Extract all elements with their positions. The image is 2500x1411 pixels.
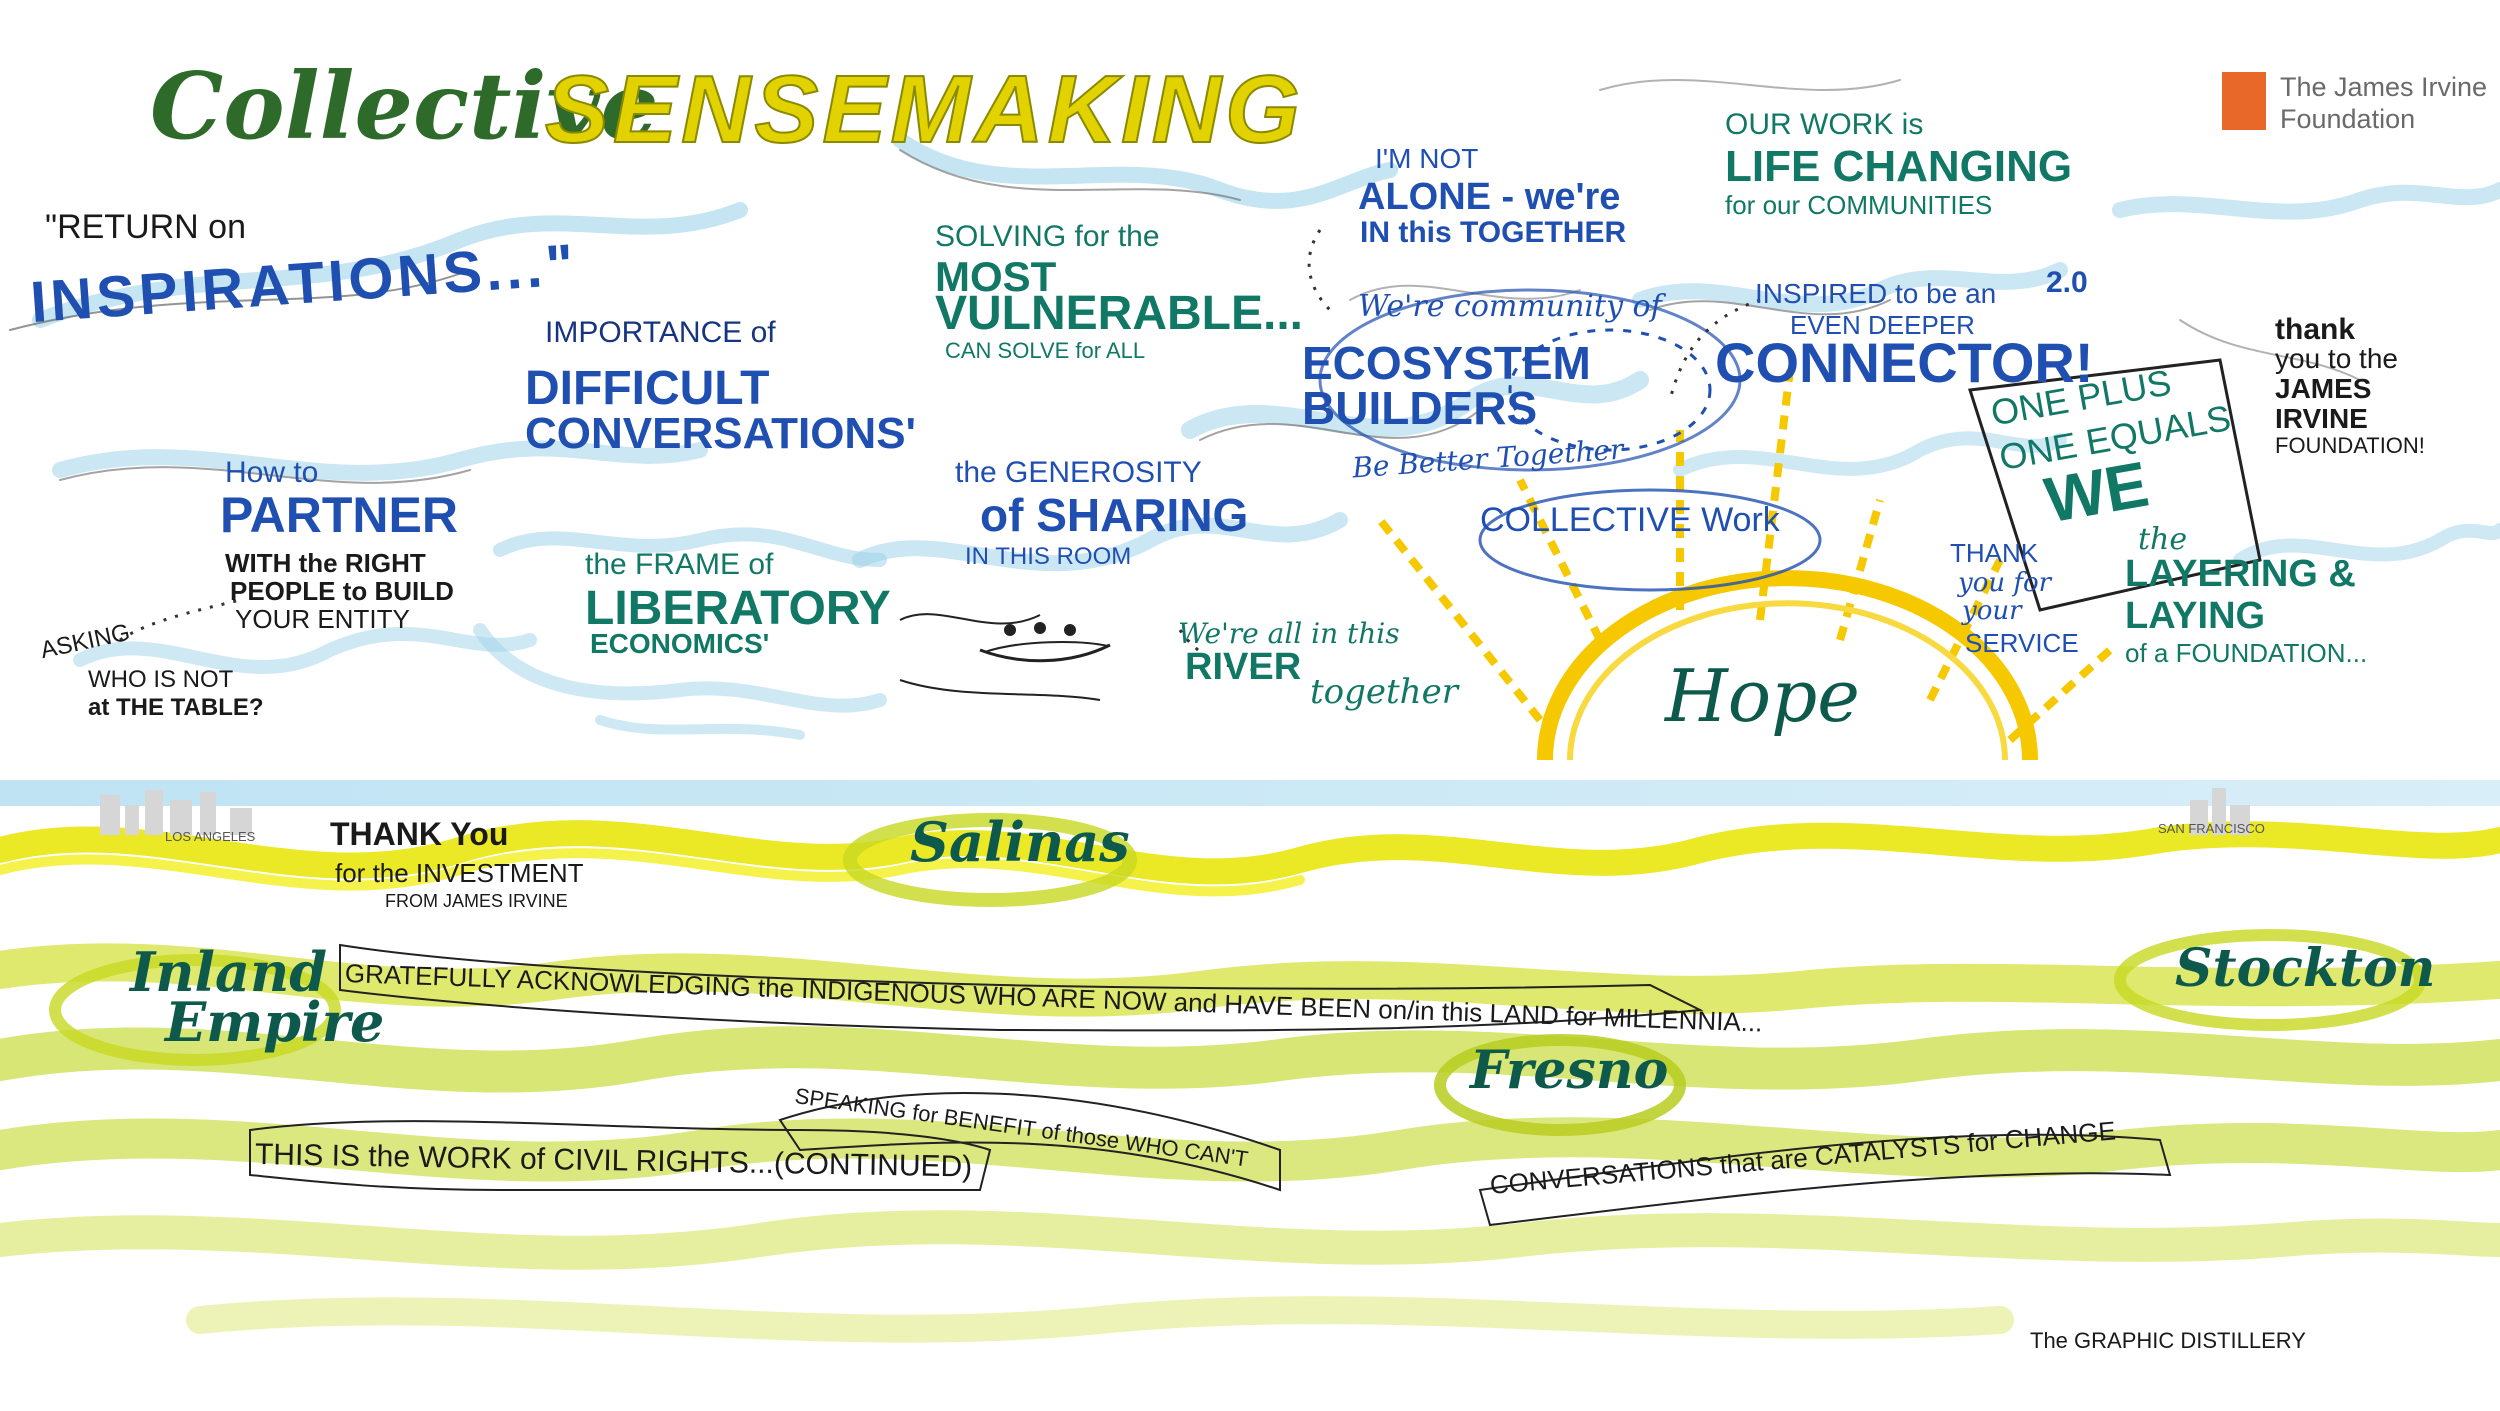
generosity-line-1: the GENEROSITY <box>955 456 1202 489</box>
alone-line-3: IN this TOGETHER <box>1360 216 1627 249</box>
sun-arc <box>1537 570 2038 761</box>
river-bands <box>0 820 2500 1343</box>
difficult-line-3: CONVERSATIONS' <box>525 409 917 458</box>
collective-work-label: COLLECTIVE Work <box>1480 501 1780 539</box>
generosity-line-2: of SHARING <box>980 489 1249 541</box>
layering-line-2: LAYERING & <box>2125 553 2356 595</box>
service-line-2: you for <box>1958 568 2052 598</box>
layering-line-1: the <box>2138 522 2188 557</box>
city-inland-empire-line-1: Inland <box>130 940 328 1004</box>
asking-line-3: at THE TABLE? <box>88 694 264 721</box>
city-stockton: Stockton <box>2175 938 2436 999</box>
thankyou-line-2: you to the <box>2275 343 2398 374</box>
thankyou-line-1: thank <box>2275 313 2356 346</box>
partner-line-4: PEOPLE to BUILD <box>230 576 454 606</box>
partner-line-2: PARTNER <box>220 487 458 543</box>
horizon-band <box>0 780 2500 806</box>
alone-line-1: I'M NOT <box>1375 143 1479 174</box>
community-label: We're community of <box>1358 289 1662 324</box>
difficult-line-2: DIFFICULT <box>525 362 770 415</box>
logo-line-2: Foundation <box>2280 104 2416 134</box>
ecosystem-line-1: ECOSYSTEM <box>1302 337 1591 389</box>
layering-line-3: LAYING <box>2125 595 2266 637</box>
difficult-line-1: IMPORTANCE of <box>545 316 776 349</box>
city-salinas: Salinas <box>910 810 1130 874</box>
city-rings <box>49 813 2426 1136</box>
logo-line-1: The James Irvine <box>2280 72 2488 102</box>
inspired-line-3: CONNECTOR! <box>1715 331 2094 394</box>
frame-line-3: ECONOMICS' <box>590 628 770 659</box>
title-sensemaking: SENSEMAKING <box>544 56 1304 163</box>
partner-line-3: WITH the RIGHT <box>225 548 426 578</box>
bubble-outlines <box>1318 288 1822 592</box>
rowboat-illustration <box>899 613 1111 701</box>
service-line-4: SERVICE <box>1965 628 2079 658</box>
thankyou-line-4: IRVINE <box>2275 403 2368 434</box>
thanks-line-2: for the INVESTMENT <box>335 858 584 888</box>
asking-line-2: WHO IS NOT <box>88 666 234 693</box>
san-francisco-label: SAN FRANCISCO <box>2158 821 2265 836</box>
life-line-3: for our COMMUNITIES <box>1725 190 1993 220</box>
title-collective: Collective <box>150 52 659 160</box>
generosity-line-3: IN THIS ROOM <box>965 543 1132 570</box>
river-line-2: RIVER <box>1185 646 1302 688</box>
inspired-line-2: EVEN DEEPER <box>1790 310 1975 340</box>
vulnerable-line-1: SOLVING for the <box>935 220 1160 253</box>
thanks-line-3: FROM JAMES IRVINE <box>385 891 568 911</box>
vulnerable-line-3: VULNERABLE... <box>935 287 1304 340</box>
we-box <box>1968 358 2262 612</box>
version-badge: 2.0 <box>2046 266 2088 299</box>
vulnerable-line-4: CAN SOLVE for ALL <box>945 338 1146 363</box>
dotted-lines <box>119 229 1761 672</box>
frame-line-1: the FRAME of <box>585 548 774 581</box>
partner-line-1: How to <box>225 456 319 489</box>
city-inland-empire-line-2: Empire <box>165 990 385 1054</box>
city-fresno: Fresno <box>1470 1040 1669 1101</box>
partner-line-5: YOUR ENTITY <box>235 604 410 634</box>
service-line-1: THANK <box>1950 538 2039 568</box>
logo-mark-icon <box>2222 72 2266 130</box>
los-angeles-label: LOS ANGELES <box>165 829 256 844</box>
one-plus-line-3: WE <box>2039 447 2154 537</box>
ribbons <box>249 943 2172 1227</box>
thanks-line-1: THANK You <box>330 816 509 852</box>
frame-line-2: LIBERATORY <box>585 582 891 635</box>
layering-line-4: of a FOUNDATION... <box>2125 638 2368 668</box>
service-line-3: your <box>1962 596 2022 626</box>
life-line-1: OUR WORK is <box>1725 108 1924 141</box>
life-line-2: LIFE CHANGING <box>1725 142 2073 191</box>
river-line-1: We're all in this <box>1178 617 1400 650</box>
artist-credit: The GRAPHIC DISTILLERY <box>2030 1328 2306 1353</box>
foundation-logo: The James Irvine Foundation <box>2222 72 2492 138</box>
alone-line-2: ALONE - we're <box>1358 176 1621 218</box>
return-on-label: "RETURN on <box>45 208 246 246</box>
inspired-line-1: INSPIRED to be an <box>1755 278 1997 309</box>
thankyou-line-3: JAMES <box>2275 373 2372 404</box>
hope-label: Hope <box>1665 654 1860 738</box>
skylines <box>100 788 2250 835</box>
ecosystem-line-2: BUILDERS <box>1302 382 1538 434</box>
wind-waves <box>9 79 2500 740</box>
thankyou-line-5: FOUNDATION! <box>2275 433 2425 458</box>
vulnerable-line-2: MOST <box>935 253 1057 300</box>
river-line-3: together <box>1310 672 1458 712</box>
